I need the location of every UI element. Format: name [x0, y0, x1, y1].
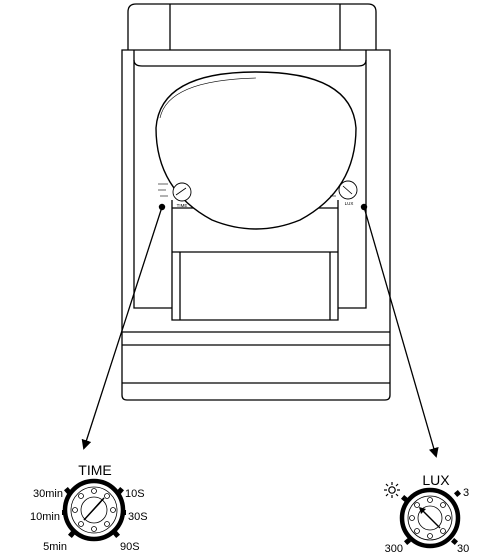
sun-icon	[384, 482, 400, 498]
lux-dial: LUX	[384, 472, 469, 555]
lux-label-30: 30	[457, 543, 469, 555]
lux-label-300: 300	[385, 543, 403, 555]
pir-lens-dome	[155, 71, 357, 230]
time-label-90s: 90S	[120, 541, 140, 553]
device-time-dial: TIME	[158, 182, 192, 208]
time-label-30min: 30min	[33, 488, 63, 500]
time-label-10s: 10S	[125, 488, 145, 500]
lux-arrow	[363, 206, 439, 458]
device-lux-label: LUX	[345, 201, 354, 206]
device-lux-dial: LUX	[330, 180, 358, 206]
time-dial: TIME 30min 10min 5min 10S 30S	[30, 462, 148, 553]
time-dial-title: TIME	[78, 462, 111, 478]
lux-dial-title: LUX	[422, 472, 450, 488]
callout-arrows	[81, 203, 439, 458]
time-arrow	[81, 206, 163, 450]
device-time-label: TIME	[177, 203, 188, 208]
time-label-5min: 5min	[43, 541, 67, 553]
lux-label-3: 3	[463, 487, 469, 499]
time-label-30s: 30S	[128, 511, 148, 523]
time-label-10min: 10min	[30, 511, 60, 523]
